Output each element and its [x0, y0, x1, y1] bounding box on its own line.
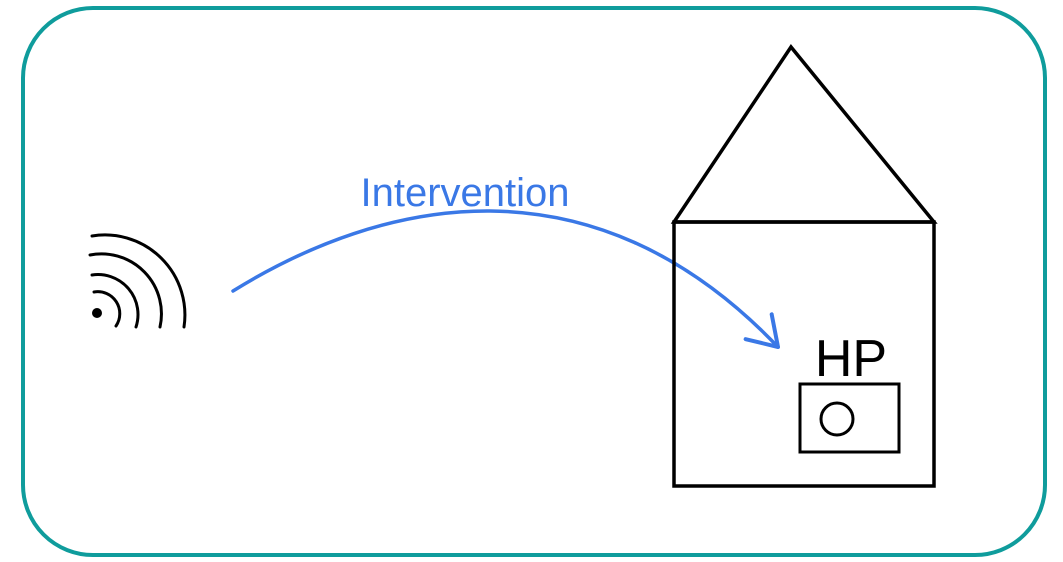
- house-icon: [670, 44, 938, 488]
- hp-label: HP: [815, 330, 887, 388]
- wireless-signal-icon: [88, 233, 187, 329]
- intervention-label: Intervention: [360, 171, 569, 215]
- intervention-arrow: [231, 209, 780, 349]
- outer-frame: [21, 6, 1047, 557]
- heat-pump-unit-icon: [798, 382, 901, 454]
